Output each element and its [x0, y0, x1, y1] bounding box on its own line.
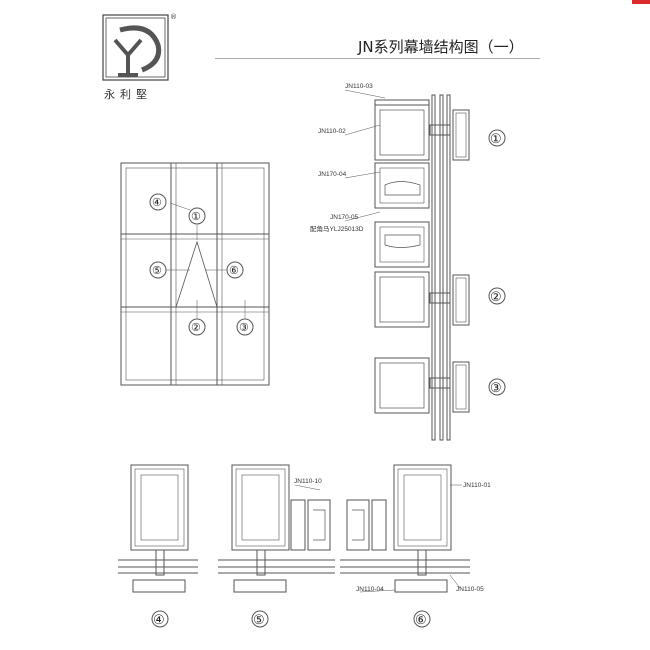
label-jn110-02: JN110-02 [318, 128, 346, 135]
horizontal-section-5 [218, 464, 335, 593]
elevation-markers: ④ ① ⑤ ⑥ ② ③ [149, 193, 254, 336]
brand-name: 永利堅 [104, 88, 152, 101]
label-jn170-04: JN170-04 [318, 171, 347, 178]
marker-1: ① [191, 210, 201, 223]
page-title: JN系列幕墙结构图（一） [358, 38, 524, 56]
label-jn110-01: JN110-01 [463, 482, 491, 489]
horizontal-section-4 [118, 464, 198, 593]
marker-6: ⑥ [229, 264, 239, 277]
section-marker-2: ② [490, 290, 502, 305]
registered-mark: ® [170, 13, 177, 21]
marker-4: ④ [152, 196, 162, 209]
brand-logo [102, 14, 169, 81]
corner-accent-bar [632, 0, 650, 4]
section-marker-1: ① [490, 132, 502, 147]
section-marker-6: ⑥ [415, 613, 427, 628]
section-marker-4: ④ [153, 613, 165, 628]
title-underline [215, 58, 540, 59]
label-jn170-05: JN170-05 [330, 214, 359, 221]
label-jn110-05: JN110-05 [456, 586, 484, 593]
marker-2: ② [191, 321, 201, 334]
label-corner-bracket: 配角马YLJ25013D [310, 224, 364, 233]
vertical-section [344, 89, 470, 441]
elevation-grid [120, 162, 270, 386]
label-jn110-10: JN110-10 [294, 478, 322, 485]
horizontal-section-6 [340, 464, 470, 593]
section-marker-3: ③ [490, 381, 502, 396]
label-jn110-03: JN110-03 [345, 83, 373, 90]
marker-3: ③ [239, 321, 249, 334]
marker-5: ⑤ [152, 264, 162, 277]
bottom-markers: ④ ⑤ ⑥ [151, 610, 431, 628]
label-jn110-04: JN110-04 [356, 586, 384, 593]
vertical-section-labels: JN110-03 JN110-02 JN170-04 JN170-05 配角马Y… [310, 83, 506, 396]
section-marker-5: ⑤ [253, 613, 265, 628]
